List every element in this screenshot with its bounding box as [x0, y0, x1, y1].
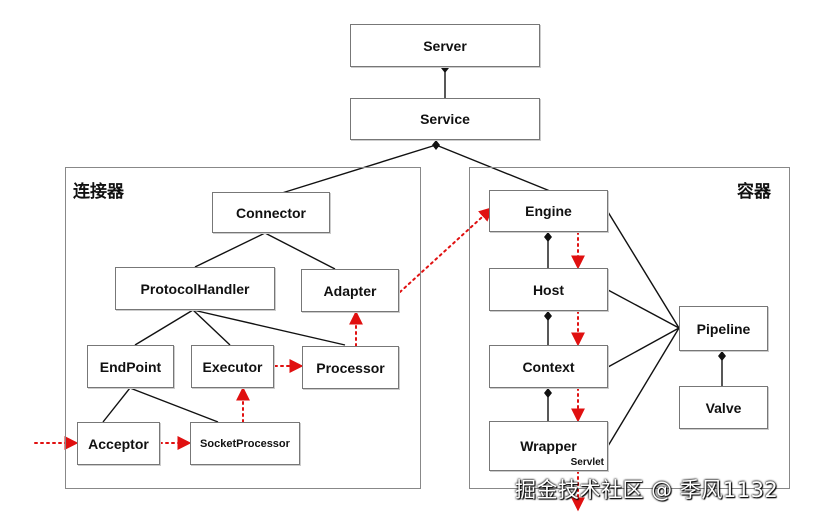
server-node: Server	[350, 24, 540, 67]
diamond-engine	[544, 232, 552, 242]
wrapper-node: Wrapper Servlet	[489, 421, 608, 471]
adapter-node: Adapter	[301, 269, 399, 312]
valve-node: Valve	[679, 386, 768, 429]
processor-node: Processor	[302, 346, 399, 389]
link-pipeline-context	[607, 327, 680, 368]
container-group-label: 容器	[737, 182, 771, 202]
flow-adapter-engine	[399, 207, 494, 293]
diamond-host	[544, 311, 552, 321]
diamond-context	[544, 388, 552, 398]
link-service-connector	[281, 144, 437, 194]
link-ph-processor	[192, 309, 346, 346]
link-pipeline-host	[607, 289, 680, 329]
pipeline-node: Pipeline	[679, 306, 768, 351]
diamond-pipeline	[718, 351, 726, 361]
endpoint-node: EndPoint	[87, 345, 174, 388]
wrapper-label: Wrapper	[520, 438, 577, 454]
wrapper-servlet-label: Servlet	[570, 457, 604, 468]
context-node: Context	[489, 345, 608, 388]
link-ph-endpoint	[134, 309, 194, 346]
link-service-engine	[435, 144, 551, 192]
link-connector-protocolhandler	[194, 232, 266, 268]
service-node: Service	[350, 98, 540, 140]
link-connector-adapter	[264, 232, 336, 270]
socketprocessor-node: SocketProcessor	[190, 422, 300, 465]
engine-node: Engine	[489, 190, 608, 232]
link-endpoint-socketprocessor	[129, 387, 219, 423]
diamond-service	[432, 140, 440, 150]
link-ph-executor	[192, 309, 231, 346]
watermark-text: 掘金技术社区 @ 季风1132	[515, 478, 779, 502]
protocolhandler-node: ProtocolHandler	[115, 267, 275, 310]
container-group	[469, 167, 790, 489]
connector-group-label: 连接器	[73, 182, 124, 202]
acceptor-node: Acceptor	[77, 422, 160, 465]
executor-node: Executor	[191, 345, 274, 388]
link-pipeline-wrapper	[607, 327, 680, 447]
connector-group	[65, 167, 421, 489]
link-endpoint-acceptor	[102, 387, 131, 423]
host-node: Host	[489, 268, 608, 311]
connector-node: Connector	[212, 192, 330, 233]
link-pipeline-engine	[607, 211, 680, 329]
